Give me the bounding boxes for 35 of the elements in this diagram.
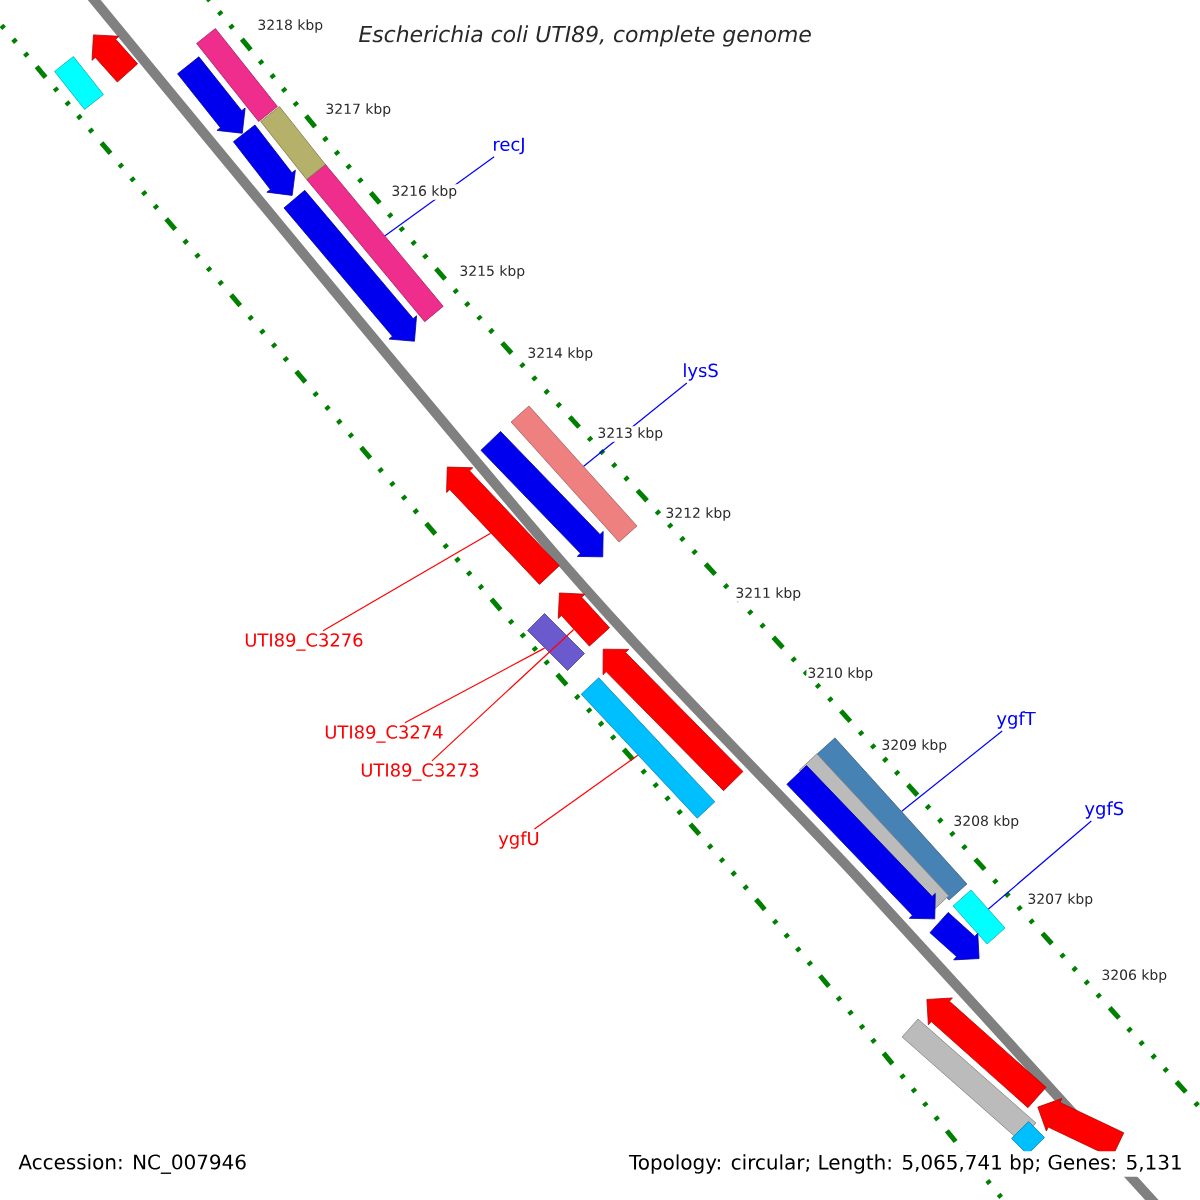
gene-block — [510, 405, 638, 543]
gene-block — [1011, 1121, 1045, 1155]
leader-line — [533, 754, 639, 830]
gene-block — [527, 613, 585, 671]
leader-line — [322, 532, 492, 632]
gene-label: UTI89_C3274 — [325, 725, 443, 743]
gene-label: ygfU — [498, 831, 539, 849]
gene-block — [557, 592, 610, 647]
leader-line — [431, 628, 575, 762]
genome-info-text: Topology: circular; Length: 5,065,741 bp; Genes: 5,131 — [625, 1151, 1186, 1177]
leader-line — [987, 820, 1092, 910]
title: Escherichia coli UTI89, complete genome — [356, 23, 814, 49]
gene-block — [196, 28, 278, 122]
gene-block — [91, 34, 138, 83]
gene-block — [260, 106, 326, 180]
gene-block — [233, 124, 296, 196]
gene-label: ygfS — [1084, 801, 1124, 819]
leader-line — [901, 730, 1003, 812]
gene-block — [602, 648, 744, 792]
gene-label: ygfT — [996, 711, 1036, 729]
accession-text: Accession: NC_007946 — [18, 1154, 246, 1174]
gene-block — [901, 1018, 1037, 1142]
gene-block — [54, 56, 104, 110]
gene-label: lysS — [684, 363, 718, 381]
gene-block — [177, 56, 246, 134]
gene-label: UTI89_C3273 — [361, 763, 479, 781]
gene-block — [446, 466, 560, 585]
gene-block — [786, 765, 936, 920]
gene-label: recJ — [494, 137, 524, 155]
gene-label: UTI89_C3276 — [245, 633, 363, 651]
gene-block — [952, 889, 1006, 945]
gene-block — [580, 677, 716, 819]
gene-block — [929, 912, 980, 961]
gene-block — [926, 997, 1047, 1109]
leader-line — [404, 647, 546, 724]
